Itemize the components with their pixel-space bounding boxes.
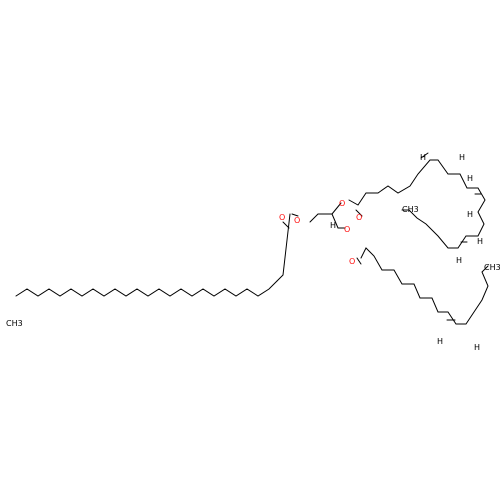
hydrogen-atom: H (477, 237, 483, 246)
hydrogen-atom: H (330, 221, 336, 230)
hydrogen-atom: H (459, 153, 465, 162)
hydrogen-atom: H (467, 174, 473, 183)
oxygen-atom: O (356, 213, 362, 222)
methyl-group: CH3 (402, 205, 419, 214)
oxygen-atom: O (339, 199, 345, 208)
hydrogen-atom: H (420, 153, 426, 162)
oxygen-atom: O (349, 257, 355, 266)
oxygen-atom: O (294, 216, 300, 225)
hydrogen-atom: H (437, 337, 443, 346)
hydrogen-atom: H (456, 256, 462, 265)
methyl-group: CH3 (484, 263, 500, 272)
oxygen-atom: O (279, 213, 285, 222)
bond-layer (15, 152, 489, 325)
oxygen-labels: O O O O O O (279, 199, 362, 266)
methyl-group: CH3 (6, 319, 23, 328)
hydrogen-atom: H (467, 210, 473, 219)
methyl-labels: CH3 CH3 CH3 (6, 205, 500, 328)
oxygen-atom: O (344, 225, 350, 234)
hydrogen-atom: H (474, 343, 480, 352)
hydrogen-labels: H H H H H H H H H (330, 153, 483, 352)
